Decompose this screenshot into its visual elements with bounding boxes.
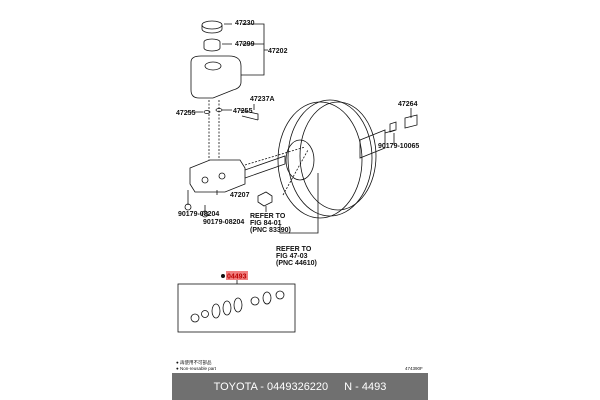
refer-47-03-line2[interactable]: FIG 47-03 [276, 253, 308, 260]
cap-part [201, 20, 223, 30]
non-reusable-dot-icon [221, 274, 225, 278]
footer-bar: TOYOTA - 0449326220 N - 4493 [172, 373, 428, 400]
label-47264[interactable]: 47264 [398, 101, 418, 108]
label-90179-10065[interactable]: 90179-10065 [378, 143, 419, 150]
label-47255-left[interactable]: 47255 [176, 110, 196, 117]
master-cylinder-part [189, 159, 246, 193]
label-47237a[interactable]: 47237A [250, 96, 275, 103]
label-47230[interactable]: 47230 [235, 20, 255, 27]
refer-47-03-line1[interactable]: REFER TO [276, 246, 312, 253]
label-04493[interactable]: 04493 [227, 274, 247, 281]
note-japanese: ● 再使用不可部品 [176, 359, 212, 366]
reservoir-part [190, 55, 242, 99]
nut-part [389, 121, 397, 133]
label-47202[interactable]: 47202 [268, 48, 288, 55]
label-47255-right[interactable]: 47255 [233, 108, 253, 115]
note-non-reusable: ● Non-reusable part [176, 366, 217, 371]
highlight-box [226, 271, 248, 280]
refer-84-01-line2[interactable]: FIG 84-01 [250, 220, 282, 227]
filter-part [203, 38, 221, 52]
footer-part-number: TOYOTA - 0449326220 [213, 380, 329, 393]
footer-ref-number: N - 4493 [344, 380, 387, 393]
refer-84-01-line3[interactable]: (PNC 83390) [250, 227, 291, 234]
seal-kit-box [177, 280, 296, 333]
refer-47-03-line3[interactable]: (PNC 44610) [276, 260, 317, 267]
clevis-part [404, 114, 418, 129]
booster-part [277, 101, 363, 219]
label-47299[interactable]: 47299 [235, 41, 255, 48]
label-90179-08204-b[interactable]: 90179-08204 [203, 219, 244, 226]
refer-84-01-line1[interactable]: REFER TO [250, 213, 286, 220]
label-90179-08204-a[interactable]: 90179-08204 [178, 211, 219, 218]
figure-code: 474390F [405, 366, 423, 371]
label-47207[interactable]: 47207 [230, 192, 250, 199]
pin-part [239, 109, 259, 121]
switch-part [257, 191, 273, 212]
